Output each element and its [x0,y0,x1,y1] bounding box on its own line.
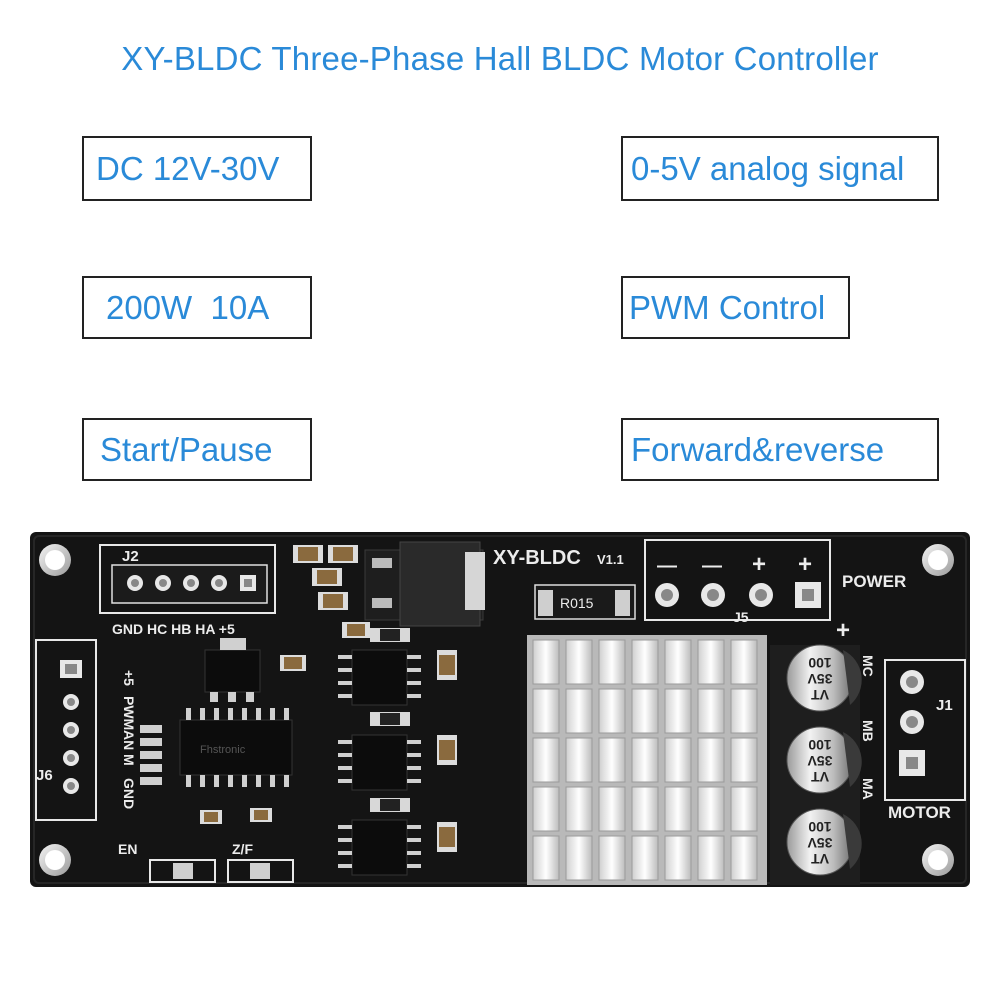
cap1-value: 100 [808,655,832,671]
main-controller-chip: Fhstronic [179,708,293,787]
heatsink [527,635,767,885]
motor-pin-mb: MB [860,720,876,742]
current-sense-resistor: R015 [534,584,636,620]
controller-board-image: J2 GND HC HB HA +5 [30,532,970,887]
spec-voltage: DC 12V-30V [96,149,280,187]
board-version-label: V1.1 [597,552,624,567]
spec-enable: Start/Pause [100,430,273,468]
cap3-series: VT [811,851,829,867]
spec-pwm: PWM Control [629,288,826,326]
resistor-label: R015 [560,595,594,611]
cap3-value: 100 [808,819,832,835]
zf-label: Z/F [232,841,253,857]
electrolytic-capacitor-2: VT 35V 100 [770,720,862,805]
motor-pin-mc: MC [860,655,876,677]
power-pin-1: — [657,555,677,577]
j1-label: J1 [936,697,953,714]
motor-label: MOTOR [888,803,951,822]
en-label: EN [118,841,137,857]
j1-motor-connector: J1 [884,659,966,801]
electrolytic-capacitor-3: VT 35V 100 [770,800,862,885]
spec-pwm-box: PWM Control [621,276,850,339]
spec-power-box: 200W 10A [82,276,312,339]
j6-pin-an: AN [121,730,137,750]
smd-capacitors [200,545,457,852]
j6-pin-m: M [121,754,137,766]
j6-connector: J6 [35,639,97,821]
resistor-network [140,725,162,785]
mounting-holes [39,544,954,876]
cap2-series: VT [811,769,829,785]
cap3-voltage: 35V [807,835,833,851]
voltage-regulator [364,541,485,627]
motor-pin-ma: MA [860,778,876,800]
spec-analog: 0-5V analog signal [631,149,905,187]
spec-power: 200W 10A [106,288,270,326]
spec-enable-box: Start/Pause [82,418,312,481]
cap1-voltage: 35V [807,671,833,687]
j6-pin-gnd: GND [121,778,137,809]
power-plus-mark: + [836,617,850,644]
power-pin-2: — [702,555,722,577]
spec-analog-box: 0-5V analog signal [621,136,939,201]
hall-pin-labels: GND HC HB HA +5 [112,621,235,637]
cap2-value: 100 [808,737,832,753]
page-title: XY-BLDC Three-Phase Hall BLDC Motor Cont… [121,40,879,77]
j6-pin-plus5: +5 [121,670,137,686]
small-regulator [204,638,261,702]
driver-ics [338,628,421,876]
en-jumper: EN [118,841,216,883]
j5-power-connector: — — + + J5 [644,539,831,625]
j6-label: J6 [36,767,53,784]
zf-jumper: Z/F [227,841,294,883]
cap2-voltage: 35V [807,753,833,769]
cap1-series: VT [811,687,829,703]
power-pin-4: + [798,551,812,578]
board-model-label: XY-BLDC [493,547,581,569]
spec-direction-box: Forward&reverse [621,418,939,481]
chip-marking: Fhstronic [200,744,246,756]
j2-connector: J2 [99,544,276,614]
j5-label: J5 [733,609,749,625]
spec-voltage-box: DC 12V-30V [82,136,312,201]
j2-label: J2 [122,548,139,565]
power-label: POWER [842,572,906,591]
power-pin-3: + [752,551,766,578]
j6-pin-pwm: PWM [121,696,137,730]
spec-direction: Forward&reverse [631,430,885,468]
